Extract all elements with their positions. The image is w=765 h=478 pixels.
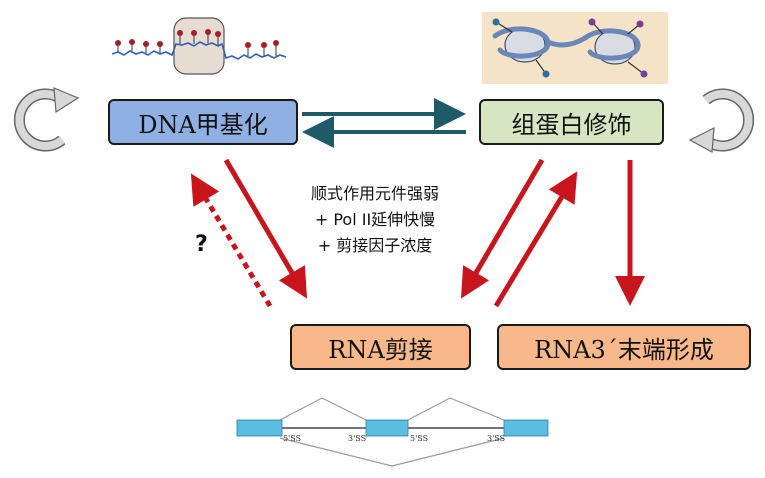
rna-splicing-box: RNA剪接 [290,324,471,370]
rna-3end-formation-box: RNA3´末端形成 [497,324,751,370]
splicing-gene-diagram: 5'SS 3'SS 5'SS 3'SS [236,397,549,467]
histone-modification-box: 组蛋白修饰 [479,99,664,145]
splice-site-label: 3'SS [487,434,505,443]
exon-1 [236,419,283,437]
self-loop-arrow-icon [13,87,80,152]
exon-3 [503,419,549,437]
arrow-dna-to-splicing [223,158,308,299]
question-mark: ? [195,232,208,257]
splice-site-label: 3'SS [348,434,366,443]
arrow-splicing-to-dna-dotted [190,173,273,308]
exon-2 [365,419,409,437]
annotation-line-1: 顺式作用元件强弱 [310,184,439,203]
annotation-line-3: + 剪接因子浓度 [317,236,433,255]
annotation-line-2: + Pol II延伸快慢 [314,210,436,229]
self-loop-arrow-icon [688,88,755,153]
dna-methylation-box: DNA甲基化 [108,99,298,145]
splice-site-label: 5'SS [283,434,301,443]
splice-site-label: 5'SS [410,434,428,443]
arrow-histone-to-splicing [460,158,545,299]
dna-methylation-illustration [111,17,287,75]
nucleosome-illustration [482,12,668,84]
arrow-splicing-to-histone [493,171,578,308]
